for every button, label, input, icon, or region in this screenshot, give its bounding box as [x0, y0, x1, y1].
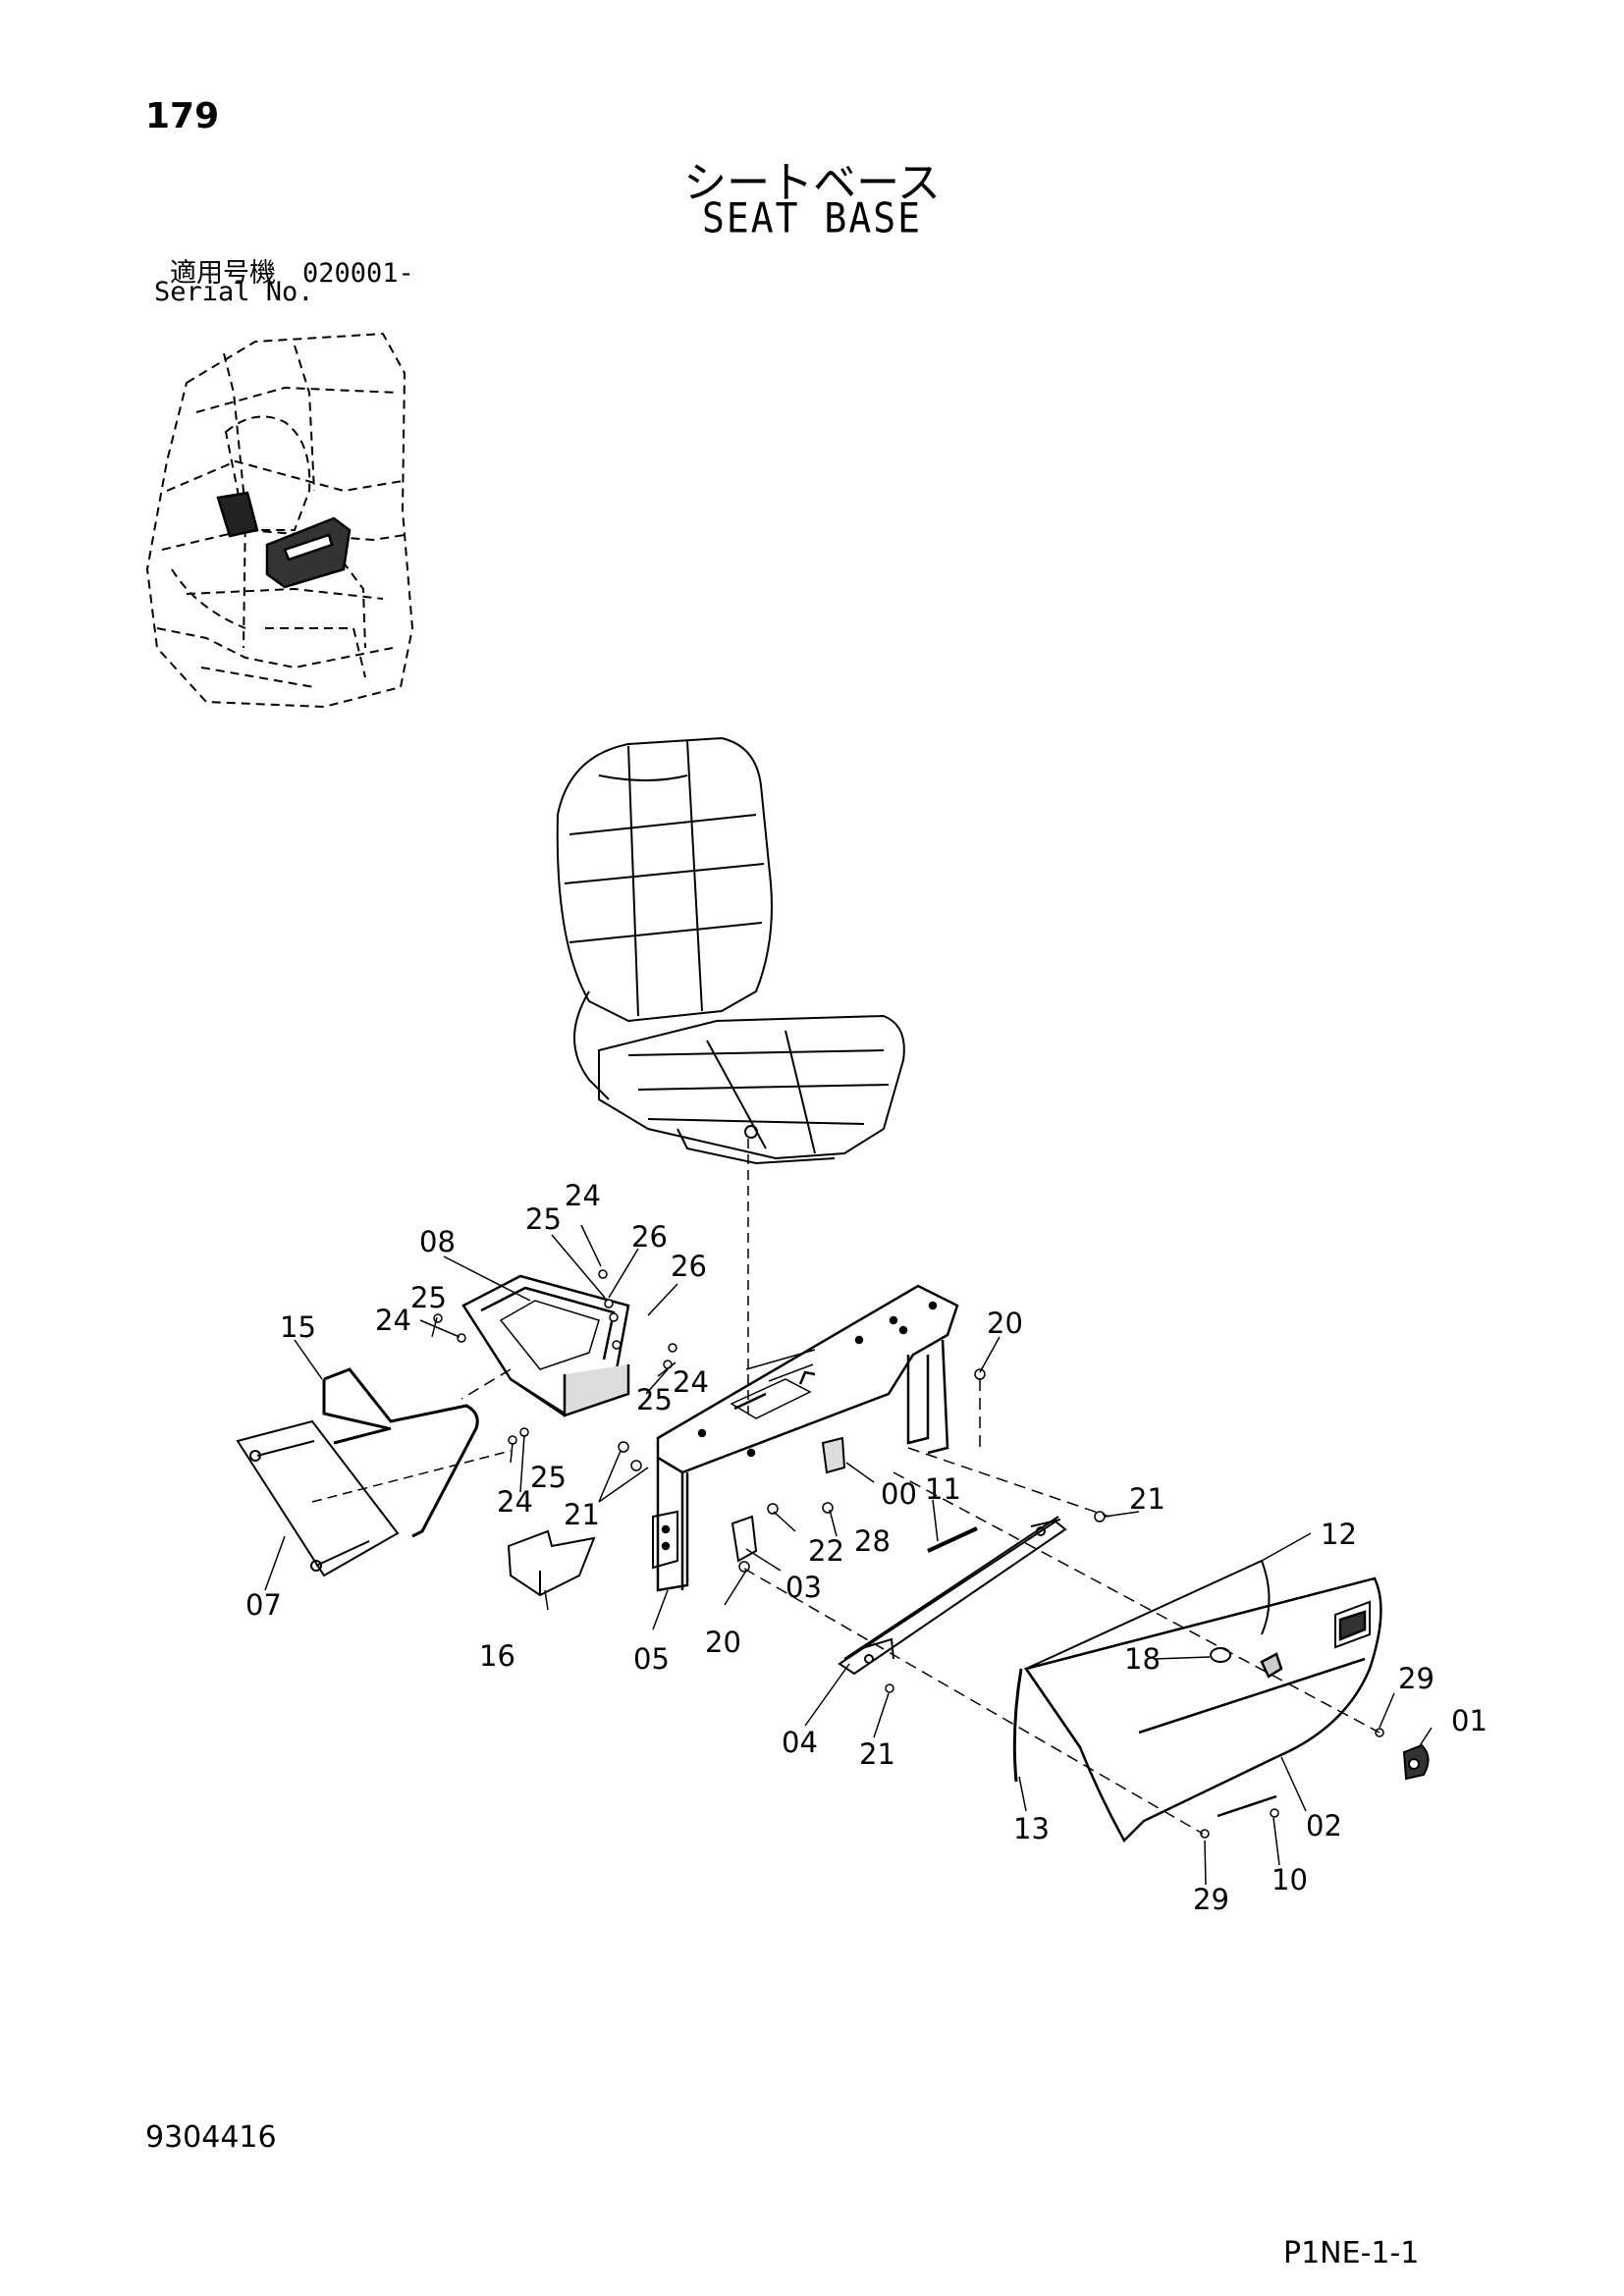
callout-24d: 24 — [497, 1485, 533, 1519]
serial-label-english: Serial No. — [154, 277, 314, 307]
callout-29a: 29 — [1398, 1662, 1435, 1695]
seat-base-frame — [652, 1284, 959, 1592]
rod-11 — [927, 1526, 978, 1553]
callout-15: 15 — [280, 1310, 316, 1344]
mat-frame — [322, 1367, 479, 1538]
seal-13 — [1012, 1668, 1023, 1783]
operator-seat — [556, 736, 905, 1165]
knob — [1402, 1743, 1430, 1781]
callout-29b: 29 — [1193, 1883, 1229, 1916]
callout-03: 03 — [785, 1571, 822, 1604]
callout-24c: 24 — [673, 1365, 709, 1399]
callout-21a: 21 — [564, 1498, 600, 1531]
callout-16: 16 — [479, 1639, 515, 1673]
callout-10: 10 — [1272, 1863, 1308, 1896]
callout-13: 13 — [1013, 1812, 1050, 1845]
callout-22: 22 — [808, 1534, 844, 1568]
title-japanese: シートベース — [683, 158, 941, 208]
callout-02: 02 — [1306, 1809, 1342, 1842]
callout-24b: 24 — [375, 1304, 411, 1337]
callout-08: 08 — [419, 1225, 456, 1258]
title-english: SEAT BASE — [702, 193, 922, 242]
callout-25a: 25 — [525, 1202, 562, 1236]
callout-01: 01 — [1451, 1704, 1488, 1737]
callout-04: 04 — [782, 1726, 818, 1759]
callout-26a: 26 — [631, 1220, 668, 1254]
callout-07: 07 — [245, 1588, 282, 1622]
callout-25b: 25 — [410, 1281, 447, 1314]
page-number: 179 — [145, 96, 220, 136]
callout-12: 12 — [1321, 1518, 1357, 1551]
callout-00: 00 — [881, 1477, 917, 1511]
bracket-00 — [821, 1436, 846, 1474]
seal-12 — [1025, 1559, 1271, 1670]
fasteners — [433, 1269, 1384, 1839]
page-code: P1NE-1-1 — [1283, 2236, 1420, 2270]
serial-range-japanese: 適用号機 020001- — [170, 258, 414, 289]
callout-20a: 20 — [987, 1307, 1023, 1340]
slide-rail — [838, 1516, 1067, 1676]
assembly-centerlines — [460, 1368, 1380, 1835]
callout-11: 11 — [925, 1472, 961, 1506]
side-cover — [1023, 1576, 1382, 1843]
callout-05: 05 — [633, 1642, 670, 1676]
callout-21b: 21 — [1129, 1482, 1165, 1516]
callout-18: 18 — [1124, 1642, 1161, 1676]
washer-18 — [1210, 1647, 1231, 1663]
floor-mat — [236, 1419, 400, 1577]
locator-highlight-seat-base — [216, 491, 352, 589]
bracket-16 — [507, 1529, 596, 1597]
cab-locator-view — [145, 332, 414, 709]
callout-25c: 25 — [636, 1383, 673, 1416]
callout-20b: 20 — [705, 1626, 741, 1659]
callout-25d: 25 — [530, 1461, 567, 1494]
document-number: 9304416 — [145, 2120, 277, 2155]
console-box — [461, 1274, 630, 1417]
callout-26b: 26 — [671, 1250, 707, 1283]
leader-lines — [264, 1224, 1433, 1886]
callout-21c: 21 — [859, 1737, 895, 1771]
callout-28: 28 — [854, 1524, 891, 1558]
callout-24a: 24 — [565, 1179, 601, 1212]
mat-frame-centerline — [311, 1450, 512, 1503]
callout-labels: 24 25 08 26 26 25 24 15 25 24 25 24 21 2… — [245, 1179, 1488, 1916]
